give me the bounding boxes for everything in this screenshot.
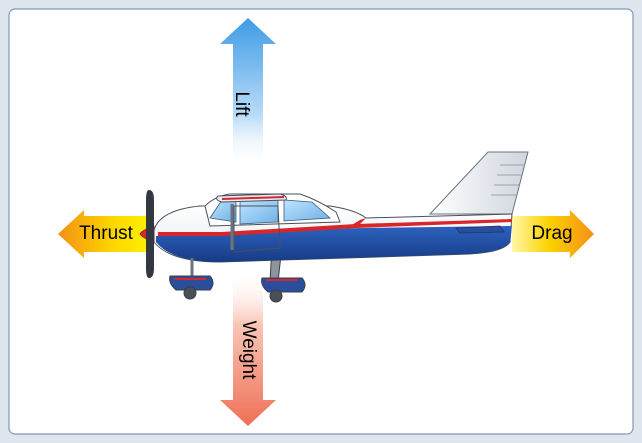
- thrust-label: Thrust: [79, 223, 134, 244]
- fuselage-blue: [156, 226, 512, 262]
- thrust-arrow: [58, 210, 150, 258]
- airplane: [139, 151, 529, 303]
- lift-label: Lift: [231, 91, 252, 117]
- lift-arrow: [220, 18, 276, 168]
- horizontal-stabilizer: [455, 225, 505, 234]
- propeller: [146, 190, 154, 278]
- side-window-rear: [283, 199, 331, 222]
- drag-arrow: [512, 210, 594, 258]
- nose-gear: [169, 258, 214, 300]
- weight-arrow: [220, 270, 276, 426]
- weight-label: Weight: [238, 321, 259, 381]
- side-window-front: [239, 199, 279, 225]
- vertical-stabilizer: [428, 151, 529, 215]
- drag-label: Drag: [531, 223, 572, 244]
